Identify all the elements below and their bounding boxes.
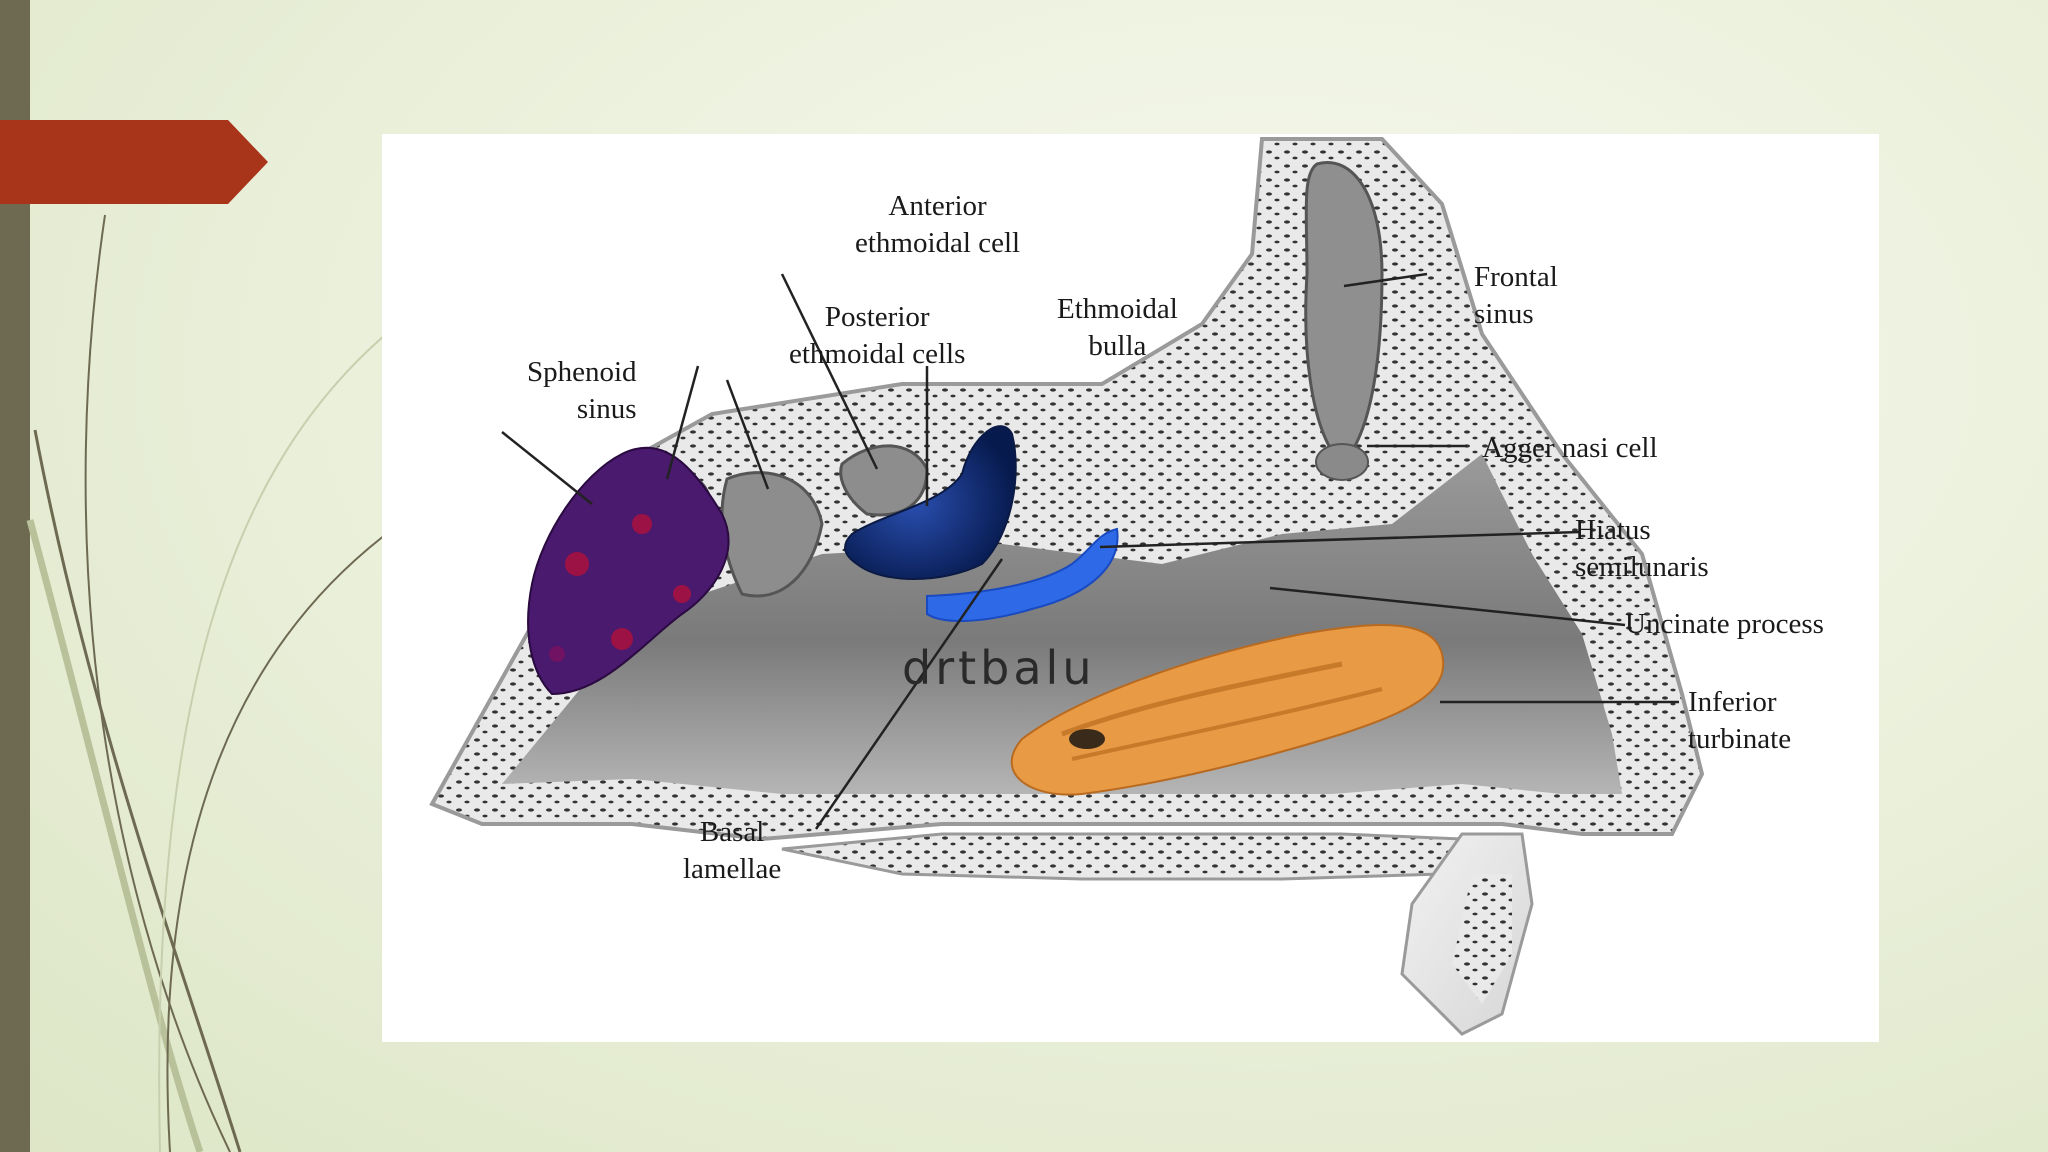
label-line: sinus: [527, 391, 637, 428]
label-basal-lamellae: Basal lamellae: [683, 814, 781, 888]
nasal-anatomy-diagram: Anterior ethmoidal cell Posterior ethmoi…: [382, 134, 1879, 1042]
label-inferior-turbinate: Inferior turbinate: [1688, 684, 1791, 758]
label-ethmoidal-bulla: Ethmoidal bulla: [1057, 291, 1178, 365]
label-line: semilunaris: [1575, 549, 1709, 586]
label-line: Frontal: [1474, 259, 1558, 296]
label-agger-nasi-cell: Agger nasi cell: [1482, 430, 1658, 467]
label-line: ethmoidal cells: [789, 336, 965, 373]
label-line: Hiatus: [1575, 512, 1709, 549]
label-line: Basal: [683, 814, 781, 851]
label-line: Uncinate process: [1625, 606, 1824, 643]
nasal-cross-section-illustration: [382, 134, 1879, 1042]
label-hiatus-semilunaris: Hiatus semilunaris: [1575, 512, 1709, 586]
label-line: Inferior: [1688, 684, 1791, 721]
label-anterior-ethmoidal-cell: Anterior ethmoidal cell: [855, 188, 1020, 262]
label-line: sinus: [1474, 296, 1558, 333]
label-line: Agger nasi cell: [1482, 430, 1658, 467]
label-line: ethmoidal cell: [855, 225, 1020, 262]
label-line: bulla: [1057, 328, 1178, 365]
label-line: Ethmoidal: [1057, 291, 1178, 328]
label-line: Sphenoid: [527, 354, 637, 391]
agger-nasi-shape: [1316, 444, 1368, 480]
title-tab-arrow: [0, 0, 270, 210]
label-line: Posterior: [789, 299, 965, 336]
label-sphenoid-sinus: Sphenoid sinus: [527, 354, 637, 428]
watermark-text: drtbalu: [902, 641, 1095, 695]
label-line: Anterior: [855, 188, 1020, 225]
label-line: turbinate: [1688, 721, 1791, 758]
label-posterior-ethmoidal-cells: Posterior ethmoidal cells: [789, 299, 965, 373]
label-frontal-sinus: Frontal sinus: [1474, 259, 1558, 333]
label-line: lamellae: [683, 851, 781, 888]
palate-bone: [782, 834, 1462, 879]
label-uncinate-process: Uncinate process: [1625, 606, 1824, 643]
